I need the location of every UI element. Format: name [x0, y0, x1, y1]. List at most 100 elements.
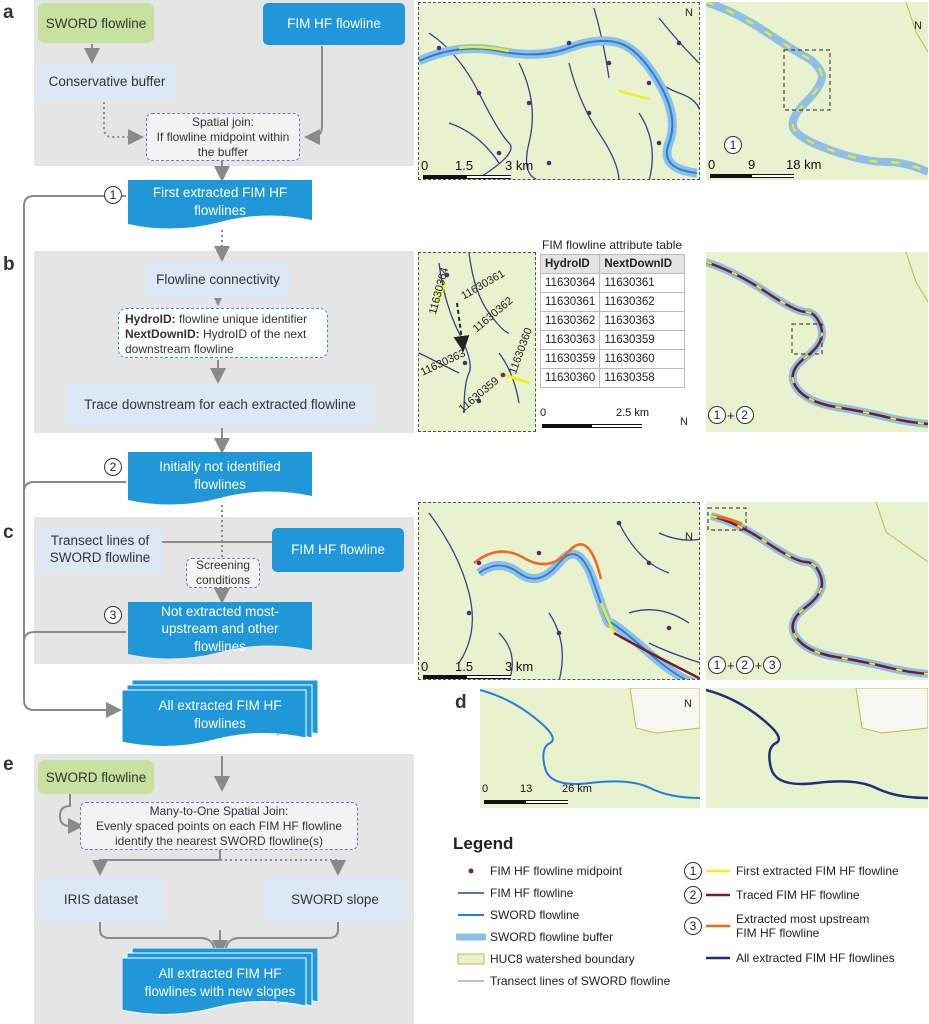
sword-flowline-box: SWORD flowline — [38, 3, 154, 43]
map-d-sword-drawing — [480, 688, 700, 804]
buffer-symbol-icon — [456, 933, 486, 941]
step-3-circle: 3 — [104, 606, 122, 624]
many-to-one-join-box: Many-to-One Spatial Join: Evenly spaced … — [80, 802, 358, 850]
map-b-detail-drawing — [419, 253, 530, 414]
north-arrow-icon: N — [684, 698, 692, 710]
transect-lines-box: Transect lines of SWORD flowline — [38, 528, 162, 572]
map-a-detail-drawing — [419, 7, 699, 179]
iris-dataset-box: IRIS dataset — [38, 878, 164, 922]
table-cell: 11630360 — [539, 368, 601, 388]
map-a-tag-1: 1 — [724, 136, 742, 154]
legend-all-extracted: All extracted FIM HF flowlines — [684, 951, 895, 965]
map-c-overview: 1 + 2 + 3 — [706, 502, 928, 680]
table-cell: 11630359 — [599, 330, 686, 350]
flowline-connectivity-box: Flowline connectivity — [146, 262, 290, 298]
panel-letter-c: c — [3, 522, 14, 543]
legend-label: FIM HF flowline — [490, 886, 574, 900]
map-a-scale-mid: 1.5 — [455, 158, 474, 173]
table-cell: 11630363 — [599, 311, 686, 331]
legend-huc8: HUC8 watershed boundary — [456, 952, 635, 966]
north-arrow-icon: N — [680, 416, 688, 428]
first-line-symbol-icon — [706, 869, 730, 873]
table-cell: 11630360 — [599, 349, 686, 369]
tag-circle-2: 2 — [735, 406, 754, 424]
step-1-circle: 1 — [104, 186, 122, 204]
map-c-scale-mid: 1.5 — [455, 659, 474, 674]
table-cell: 11630361 — [599, 273, 686, 293]
screening-conditions-box: Screening conditions — [186, 558, 260, 588]
map-b-scalebar — [542, 424, 642, 428]
tag-plus: + — [727, 407, 735, 423]
legend-fim-flowline: FIM HF flowline — [456, 886, 573, 900]
traced-line-symbol-icon — [706, 893, 730, 897]
legend-label: HUC8 watershed boundary — [490, 952, 635, 966]
all-extracted-multidoc: All extracted FIM HF flowlines — [122, 680, 318, 758]
north-arrow-icon: N — [914, 20, 922, 32]
map-d-extracted — [706, 688, 928, 808]
hydroid-key: HydroID: — [125, 312, 176, 326]
map-c-detail-drawing — [423, 512, 699, 679]
north-arrow-icon: N — [685, 7, 693, 19]
table-cell: 11630359 — [539, 349, 601, 369]
flowchart-connectors — [23, 44, 346, 956]
table-cell: 11630363 — [539, 330, 601, 350]
midpoint-symbol-icon — [468, 868, 474, 874]
upstream-line-symbol-icon — [706, 925, 730, 928]
map-b-overview-drawing — [706, 252, 928, 428]
conservative-buffer-box: Conservative buffer — [38, 64, 176, 100]
map-c-scale-end: 3 km — [505, 659, 534, 674]
panel-letter-d: d — [455, 692, 467, 713]
map-b-overview: 1 + 2 — [706, 252, 928, 432]
legend-label: SWORD flowline buffer — [490, 930, 614, 944]
first-extracted-doc: First extracted FIM HF flowlines — [128, 180, 312, 232]
spatial-join-box: Spatial join: If flowline midpoint withi… — [146, 113, 300, 161]
sword-line-symbol-icon — [458, 914, 484, 916]
legend-label: Transect lines of SWORD flowline — [490, 974, 671, 988]
final-slopes-multidoc: All extracted FIM HF flowlines with new … — [122, 948, 318, 1024]
sword-slope-box: SWORD slope — [264, 878, 406, 922]
legend-num-circle: 3 — [684, 917, 702, 936]
panel-letter-b: b — [3, 254, 15, 275]
legend-label: Traced FIM HF flowline — [736, 888, 860, 902]
panel-letter-e: e — [3, 754, 14, 775]
legend-transect: Transect lines of SWORD flowline — [456, 974, 670, 988]
trace-downstream-box: Trace downstream for each extracted flow… — [66, 384, 374, 426]
map-d-sword: 0 13 26 km N — [480, 688, 700, 808]
map-d-scale-mid: 13 — [520, 783, 533, 795]
legend-sword-buffer: SWORD flowline buffer — [456, 930, 613, 944]
nextdownid-value: HydroID of the next downstream flowline — [125, 327, 307, 356]
fim-flowline-box: FIM HF flowline — [263, 3, 405, 45]
map-d-scale-0: 0 — [482, 783, 489, 795]
legend-label: All extracted FIM HF flowlines — [736, 951, 895, 965]
map-d-scale-end: 26 km — [562, 783, 592, 795]
map-a-overview-scale-end: 18 km — [786, 157, 822, 172]
legend-upstream: 3 Extracted most upstream FIM HF flowlin… — [684, 912, 869, 941]
hydroid-value: flowline unique identifier — [175, 312, 308, 326]
legend-first-extracted: 1 First extracted FIM HF flowline — [684, 862, 899, 880]
map-b-step-tags: 1 + 2 — [708, 406, 754, 424]
legend-title: Legend — [453, 834, 514, 853]
map-a-overview: 1 0 9 18 km N — [706, 2, 928, 180]
table-cell: 11630362 — [599, 292, 686, 312]
map-c-step-tags: 1 + 2 + 3 — [708, 656, 782, 674]
map-b-detail: 11630364 11630361 11630362 11630363 1163… — [418, 252, 536, 432]
fim-flowline-box-c: FIM HF flowline — [272, 528, 404, 572]
tag-plus: + — [727, 657, 735, 673]
attr-header-hydroid: HydroID — [539, 254, 601, 274]
not-extracted-doc: Not extracted most- upstream and other f… — [128, 602, 312, 662]
legend-label: SWORD flowline — [490, 908, 580, 922]
legend-num-circle: 1 — [684, 862, 702, 880]
map-a-overview-scale-mid: 9 — [748, 157, 756, 172]
legend-num-circle: 2 — [684, 886, 702, 904]
sword-flowline-box-e: SWORD flowline — [38, 760, 154, 794]
legend-label: FIM HF flowline midpoint — [490, 864, 623, 878]
table-cell: 11630364 — [539, 273, 601, 293]
map-a-overview-drawing — [706, 2, 928, 178]
map-c-detail: 0 1.5 3 km N — [418, 502, 700, 680]
